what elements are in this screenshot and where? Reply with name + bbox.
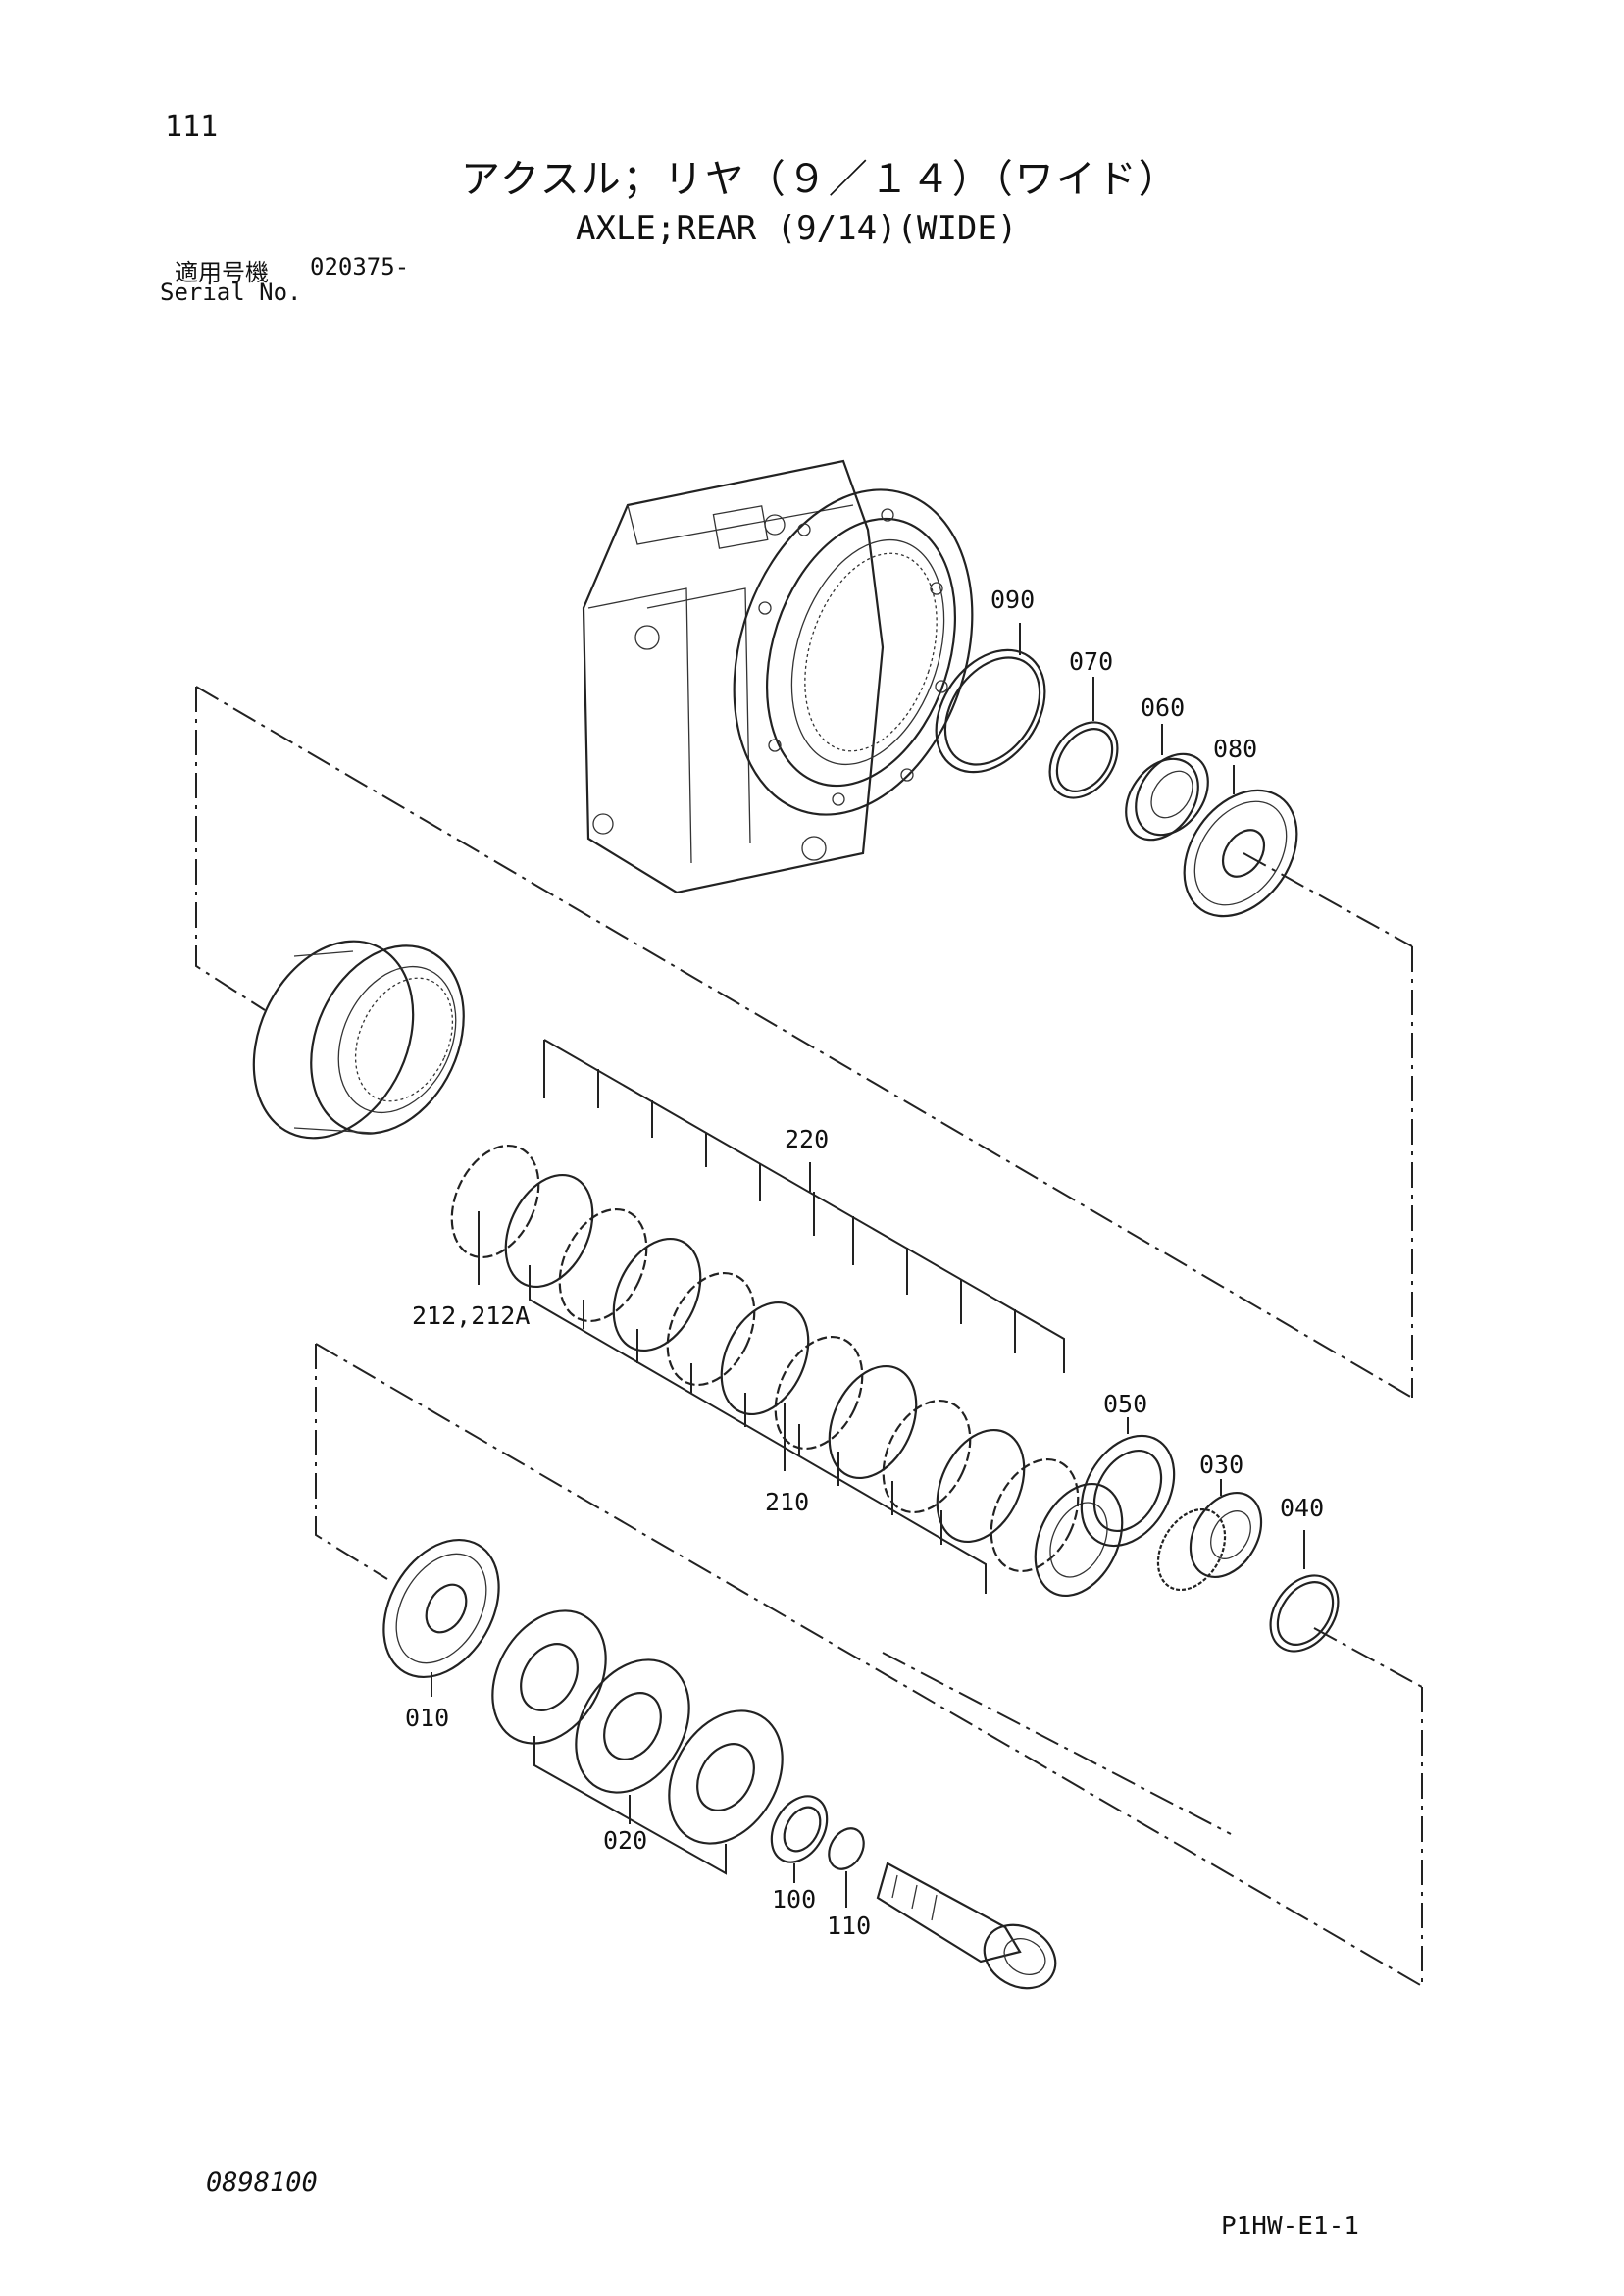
page-title-english: AXLE;REAR (9/14)(WIDE) <box>576 209 1018 248</box>
page-title-japanese: アクスル；リヤ（９／１４）（ワイド） <box>461 157 1180 202</box>
part-label-020: 020 <box>603 1826 647 1855</box>
part-label-210: 210 <box>765 1488 809 1516</box>
part-label-110: 110 <box>827 1912 871 1940</box>
page-number: 111 <box>165 110 219 144</box>
part-210-bracket <box>529 1265 987 1594</box>
part-label-040: 040 <box>1280 1494 1324 1522</box>
serial-label-japanese: 適用号機 <box>175 259 269 286</box>
part-label-220: 220 <box>785 1125 829 1153</box>
part-060-bearing <box>1125 724 1209 842</box>
part-050-washer <box>1080 1417 1176 1548</box>
part-090-snap-ring <box>935 623 1046 774</box>
axle-housing-drawing <box>582 459 974 894</box>
part-110-ring <box>828 1827 865 1908</box>
part-220-bracket <box>543 1039 1065 1373</box>
sheet-code: P1HW-E1-1 <box>1221 2212 1359 2241</box>
part-label-090: 090 <box>990 586 1035 614</box>
part-label-030: 030 <box>1199 1451 1243 1479</box>
part-030-gear <box>1156 1479 1263 1592</box>
part-020-washers <box>491 1609 784 1875</box>
clutch-plate-pack <box>450 1144 1124 1598</box>
serial-number-value: 020375- <box>310 253 410 281</box>
document-code: 0898100 <box>206 2168 318 2198</box>
part-label-100: 100 <box>772 1885 816 1913</box>
part-010-cover <box>382 1538 500 1697</box>
part-070-ring <box>1048 677 1119 799</box>
part-100-ring <box>770 1795 829 1883</box>
serial-label-english: Serial No. <box>160 279 302 306</box>
part-040-snap-ring <box>1269 1530 1340 1653</box>
part-label-050: 050 <box>1103 1390 1147 1418</box>
part-label-212-212a: 212,212A <box>412 1301 530 1330</box>
part-label-060: 060 <box>1141 693 1185 722</box>
part-label-080: 080 <box>1213 735 1257 763</box>
shaft-drawing <box>876 1862 1057 1990</box>
part-label-070: 070 <box>1069 647 1113 676</box>
hub-ring-drawing <box>252 940 465 1140</box>
part-label-010: 010 <box>405 1704 449 1732</box>
part-080-cover <box>1183 765 1298 918</box>
